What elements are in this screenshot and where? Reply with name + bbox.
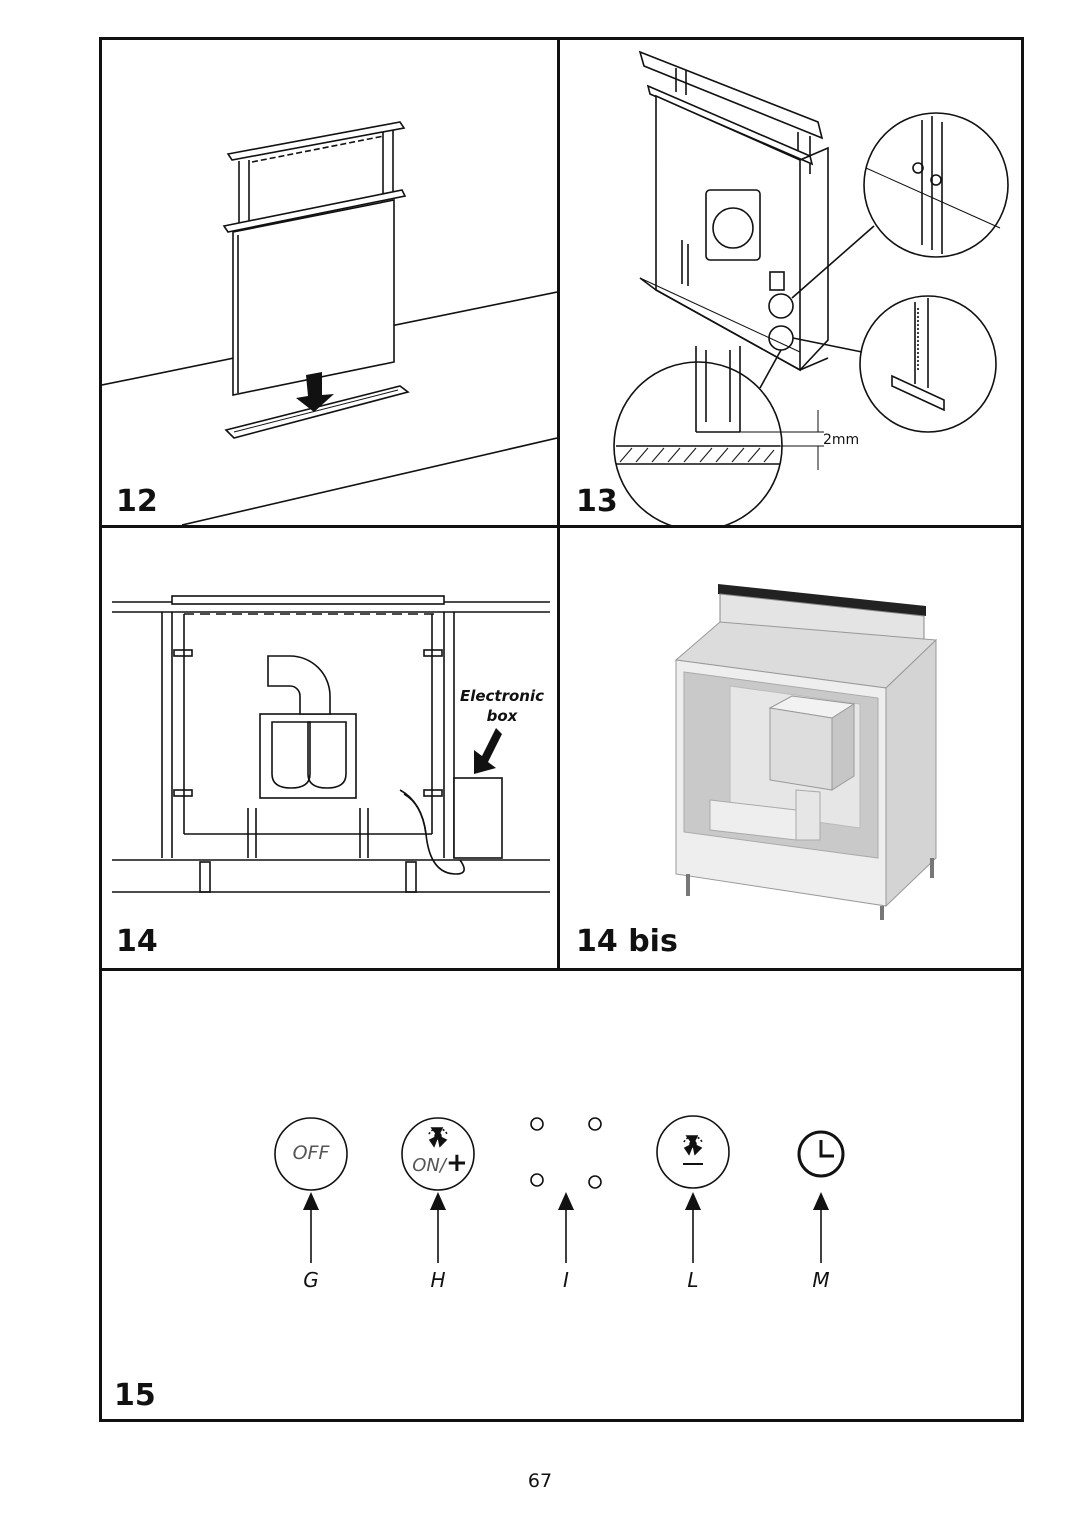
off-button-label: OFF	[292, 1142, 330, 1164]
tag-i: I	[563, 1268, 569, 1292]
figure-12-illustration	[102, 121, 557, 525]
figure-15-number: 15	[114, 1378, 156, 1413]
on-button-label: ON/+	[408, 1148, 472, 1178]
fan-on-plus-button-icon	[401, 1117, 475, 1191]
on-label-text: ON/	[412, 1155, 446, 1176]
figure-12-number: 12	[116, 484, 158, 519]
figure-13-number: 13	[576, 484, 618, 519]
figure-14-callout-line2: box	[486, 707, 518, 725]
figure-14bis-illustration	[674, 584, 938, 920]
tag-m: M	[812, 1268, 830, 1292]
panel-divider-vertical	[557, 37, 560, 971]
figure-13-illustration	[613, 50, 1009, 525]
fan-minus-button-icon	[656, 1115, 730, 1189]
figure-14-callout: Electronic box	[452, 686, 552, 726]
tag-h: H	[430, 1268, 446, 1292]
panel-divider-horizontal-2	[99, 968, 1024, 971]
figure-14bis-number: 14 bis	[576, 924, 678, 959]
speed-indicator-leds-icon	[530, 1117, 602, 1189]
tag-l: L	[687, 1268, 699, 1292]
figure-14-callout-line1: Electronic	[459, 687, 545, 705]
figure-14-number: 14	[116, 924, 158, 959]
timer-clock-icon	[797, 1130, 845, 1178]
panel-divider-horizontal-1	[99, 525, 1024, 528]
figure-15-control-panel	[274, 1115, 845, 1263]
figure-grid-frame	[99, 37, 1024, 1422]
off-button-icon	[274, 1117, 348, 1191]
figure-13-dimension-label: 2mm	[823, 432, 860, 448]
figure-14-illustration	[112, 595, 550, 893]
tag-g: G	[303, 1268, 319, 1292]
plus-sign: +	[445, 1148, 468, 1178]
page-number: 67	[527, 1470, 553, 1492]
